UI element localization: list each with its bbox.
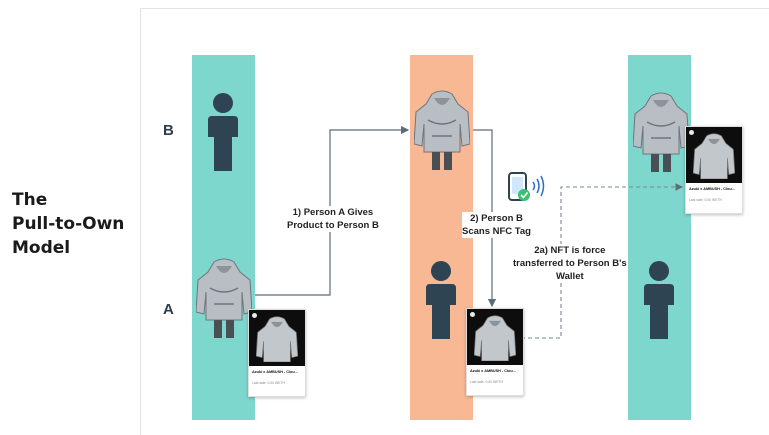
hoodie-icon <box>632 92 690 179</box>
nfc-waves-icon <box>532 175 545 197</box>
person-icon <box>423 261 459 344</box>
nft-card: Azuki x AMBUSH - Clou... Last sale: 0.00… <box>466 308 524 396</box>
arrow-step2 <box>473 129 497 308</box>
hoodie-icon <box>413 90 471 177</box>
nft-title: Azuki x AMBUSH - Clou... <box>470 369 516 373</box>
step2-label: 2) Person B Scans NFC Tag <box>462 212 531 238</box>
step2a-line-1: 2a) NFT is force <box>534 245 606 256</box>
step2a-line-2: transferred to Person B's <box>513 258 627 269</box>
person-icon <box>641 261 677 344</box>
diagram-frame <box>140 8 769 435</box>
diagram-title: The Pull-to-Own Model <box>12 188 137 260</box>
step1-line-1: 1) Person A Gives <box>292 207 374 218</box>
hoodie-icon <box>474 315 516 361</box>
step1-label: 1) Person A Gives Product to Person B <box>287 206 379 232</box>
hoodie-icon <box>256 316 298 362</box>
nft-title: Azuki x AMBUSH - Clou... <box>252 370 298 374</box>
nft-image <box>467 309 523 365</box>
title-line-1: The <box>12 190 48 210</box>
step2a-line-3: Wallet <box>556 271 584 282</box>
phone-nfc-icon <box>506 171 550 208</box>
nft-title: Azuki x AMBUSH - Clou... <box>689 187 735 191</box>
nft-subtitle: Last sale: 0.00 WETH <box>252 381 285 385</box>
hoodie-icon <box>195 258 253 345</box>
title-line-2: Pull-to-Own <box>12 214 125 234</box>
column-start <box>192 55 255 420</box>
nft-subtitle: Last sale: 0.00 WETH <box>689 198 722 202</box>
nft-subtitle: Last sale: 0.00 WETH <box>470 380 503 384</box>
nft-card: Azuki x AMBUSH - Clou... Last sale: 0.00… <box>685 126 743 214</box>
nft-card: Azuki x AMBUSH - Clou... Last sale: 0.00… <box>248 309 306 397</box>
person-icon <box>205 93 241 176</box>
step1-line-2: Product to Person B <box>287 220 379 231</box>
row-label-b: B <box>163 122 174 139</box>
step2a-label: 2a) NFT is force transferred to Person B… <box>513 244 627 283</box>
nft-image <box>686 127 742 183</box>
row-label-a: A <box>163 301 174 318</box>
step2-line-2: Scans NFC Tag <box>462 226 531 237</box>
title-line-3: Model <box>12 238 71 258</box>
step2-line-1: 2) Person B <box>470 213 523 224</box>
hoodie-icon <box>693 133 735 179</box>
check-icon <box>518 189 530 201</box>
nft-image <box>249 310 305 366</box>
